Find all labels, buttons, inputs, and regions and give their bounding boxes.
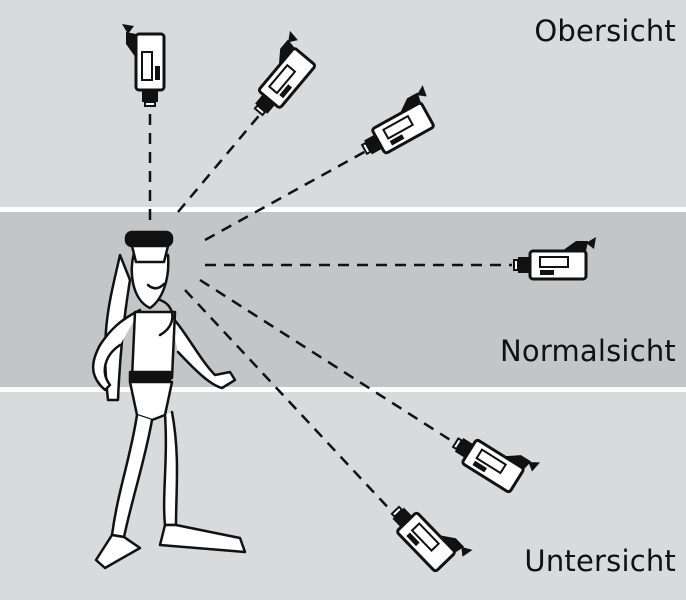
sight-line-top-shallow	[204, 148, 369, 242]
zone-bottom-band	[0, 392, 686, 600]
sight-line-bottom-steep	[184, 289, 396, 516]
sight-line-top-steep	[177, 111, 263, 213]
zone-label-untersicht: Untersicht	[524, 544, 676, 578]
zone-label-normalsicht: Normalsicht	[500, 334, 676, 368]
diver-illustration	[91, 230, 247, 570]
sight-line-bottom-shallow	[199, 278, 456, 445]
zone-top-band	[0, 0, 686, 207]
sight-lines	[148, 100, 512, 516]
zone-label-obersicht: Obersicht	[534, 14, 676, 48]
